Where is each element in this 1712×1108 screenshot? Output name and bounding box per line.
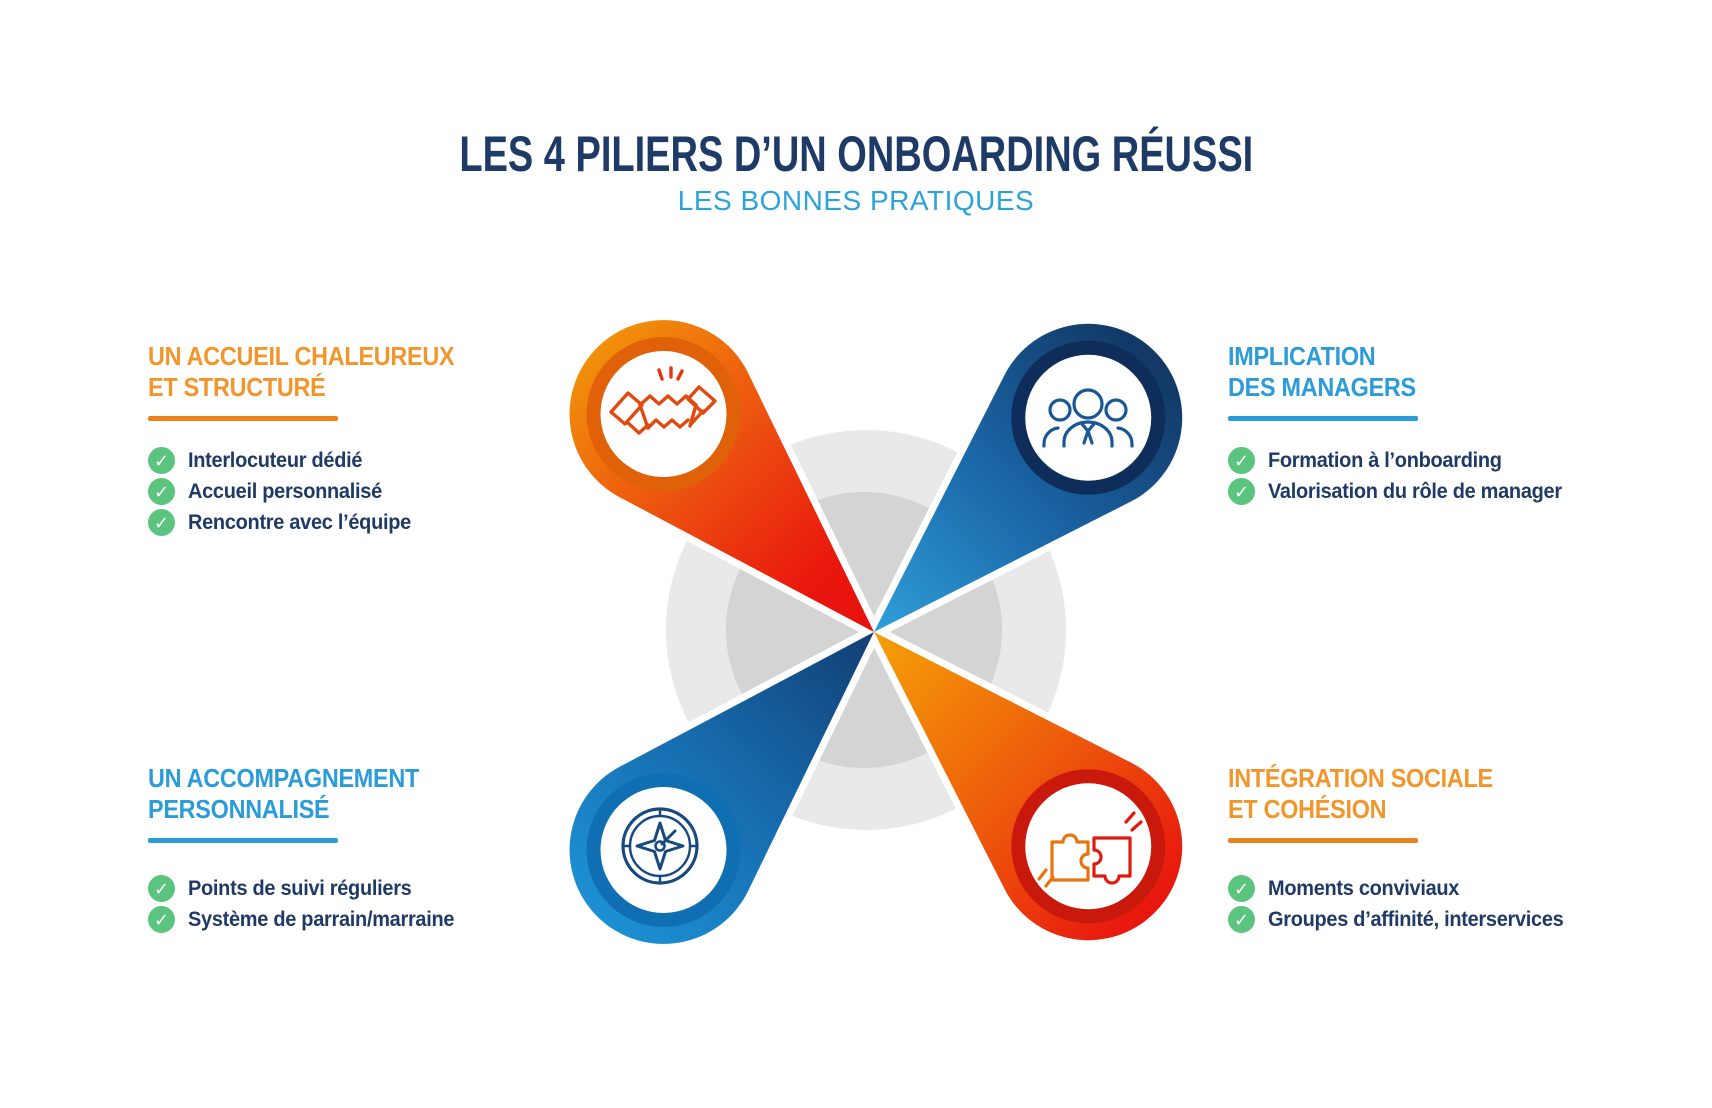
check-icon bbox=[148, 447, 175, 474]
list-item: Points de suivi réguliers bbox=[148, 875, 468, 902]
pillar-accompagnement-list: Points de suivi réguliers Système de par… bbox=[148, 875, 468, 933]
check-icon bbox=[148, 875, 175, 902]
heading-underline bbox=[148, 416, 338, 421]
pillar-managers-list: Formation à l’onboarding Valorisation du… bbox=[1228, 447, 1577, 505]
heading-underline bbox=[1228, 416, 1418, 421]
list-item: Valorisation du rôle de manager bbox=[1228, 478, 1577, 505]
check-icon bbox=[148, 509, 175, 536]
pillar-managers-title: IMPLICATION DES MANAGERS bbox=[1228, 341, 1416, 402]
pillar-accueil-title: UN ACCUEIL CHALEUREUX ET STRUCTURÉ bbox=[148, 341, 455, 402]
pillar-integration-list: Moments conviviaux Groupes d’affinité, i… bbox=[1228, 875, 1579, 933]
heading-underline bbox=[148, 838, 338, 843]
pillar-accompagnement-block: UN ACCOMPAGNEMENT PERSONNALISÉ Points de… bbox=[148, 763, 468, 933]
pillar-integration-title: INTÉGRATION SOCIALE ET COHÉSION bbox=[1228, 763, 1493, 824]
check-icon bbox=[1228, 478, 1255, 505]
pillar-accueil-list: Interlocuteur dédié Accueil personnalisé… bbox=[148, 447, 488, 536]
list-item: Rencontre avec l’équipe bbox=[148, 509, 488, 536]
icon-circle bbox=[600, 351, 727, 478]
check-icon bbox=[1228, 447, 1255, 474]
handshake-icon bbox=[609, 366, 717, 435]
pillar-accueil-block: UN ACCUEIL CHALEUREUX ET STRUCTURÉ Inter… bbox=[148, 341, 488, 536]
list-item: Système de parrain/marraine bbox=[148, 906, 468, 933]
list-item: Accueil personnalisé bbox=[148, 478, 488, 505]
pillar-accompagnement-title: UN ACCOMPAGNEMENT PERSONNALISÉ bbox=[148, 763, 420, 824]
list-item: Groupes d’affinité, interservices bbox=[1228, 906, 1579, 933]
header: LES 4 PILIERS D’UN ONBOARDING RÉUSSI LES… bbox=[0, 128, 1712, 216]
list-item: Formation à l’onboarding bbox=[1228, 447, 1577, 474]
check-icon bbox=[148, 478, 175, 505]
page-subtitle: LES BONNES PRATIQUES bbox=[677, 185, 1035, 216]
compass-icon bbox=[621, 807, 699, 885]
list-item: Interlocuteur dédié bbox=[148, 447, 488, 474]
heading-underline bbox=[1228, 838, 1418, 843]
managers-icon bbox=[1042, 388, 1134, 448]
check-icon bbox=[1228, 906, 1255, 933]
puzzle-hands-icon bbox=[1037, 811, 1143, 888]
pillar-integration-block: INTÉGRATION SOCIALE ET COHÉSION Moments … bbox=[1228, 763, 1579, 933]
page-title: LES 4 PILIERS D’UN ONBOARDING RÉUSSI bbox=[459, 126, 1253, 182]
check-icon bbox=[148, 906, 175, 933]
pillar-managers-block: IMPLICATION DES MANAGERS Formation à l’o… bbox=[1228, 341, 1577, 505]
list-item: Moments conviviaux bbox=[1228, 875, 1579, 902]
check-icon bbox=[1228, 875, 1255, 902]
